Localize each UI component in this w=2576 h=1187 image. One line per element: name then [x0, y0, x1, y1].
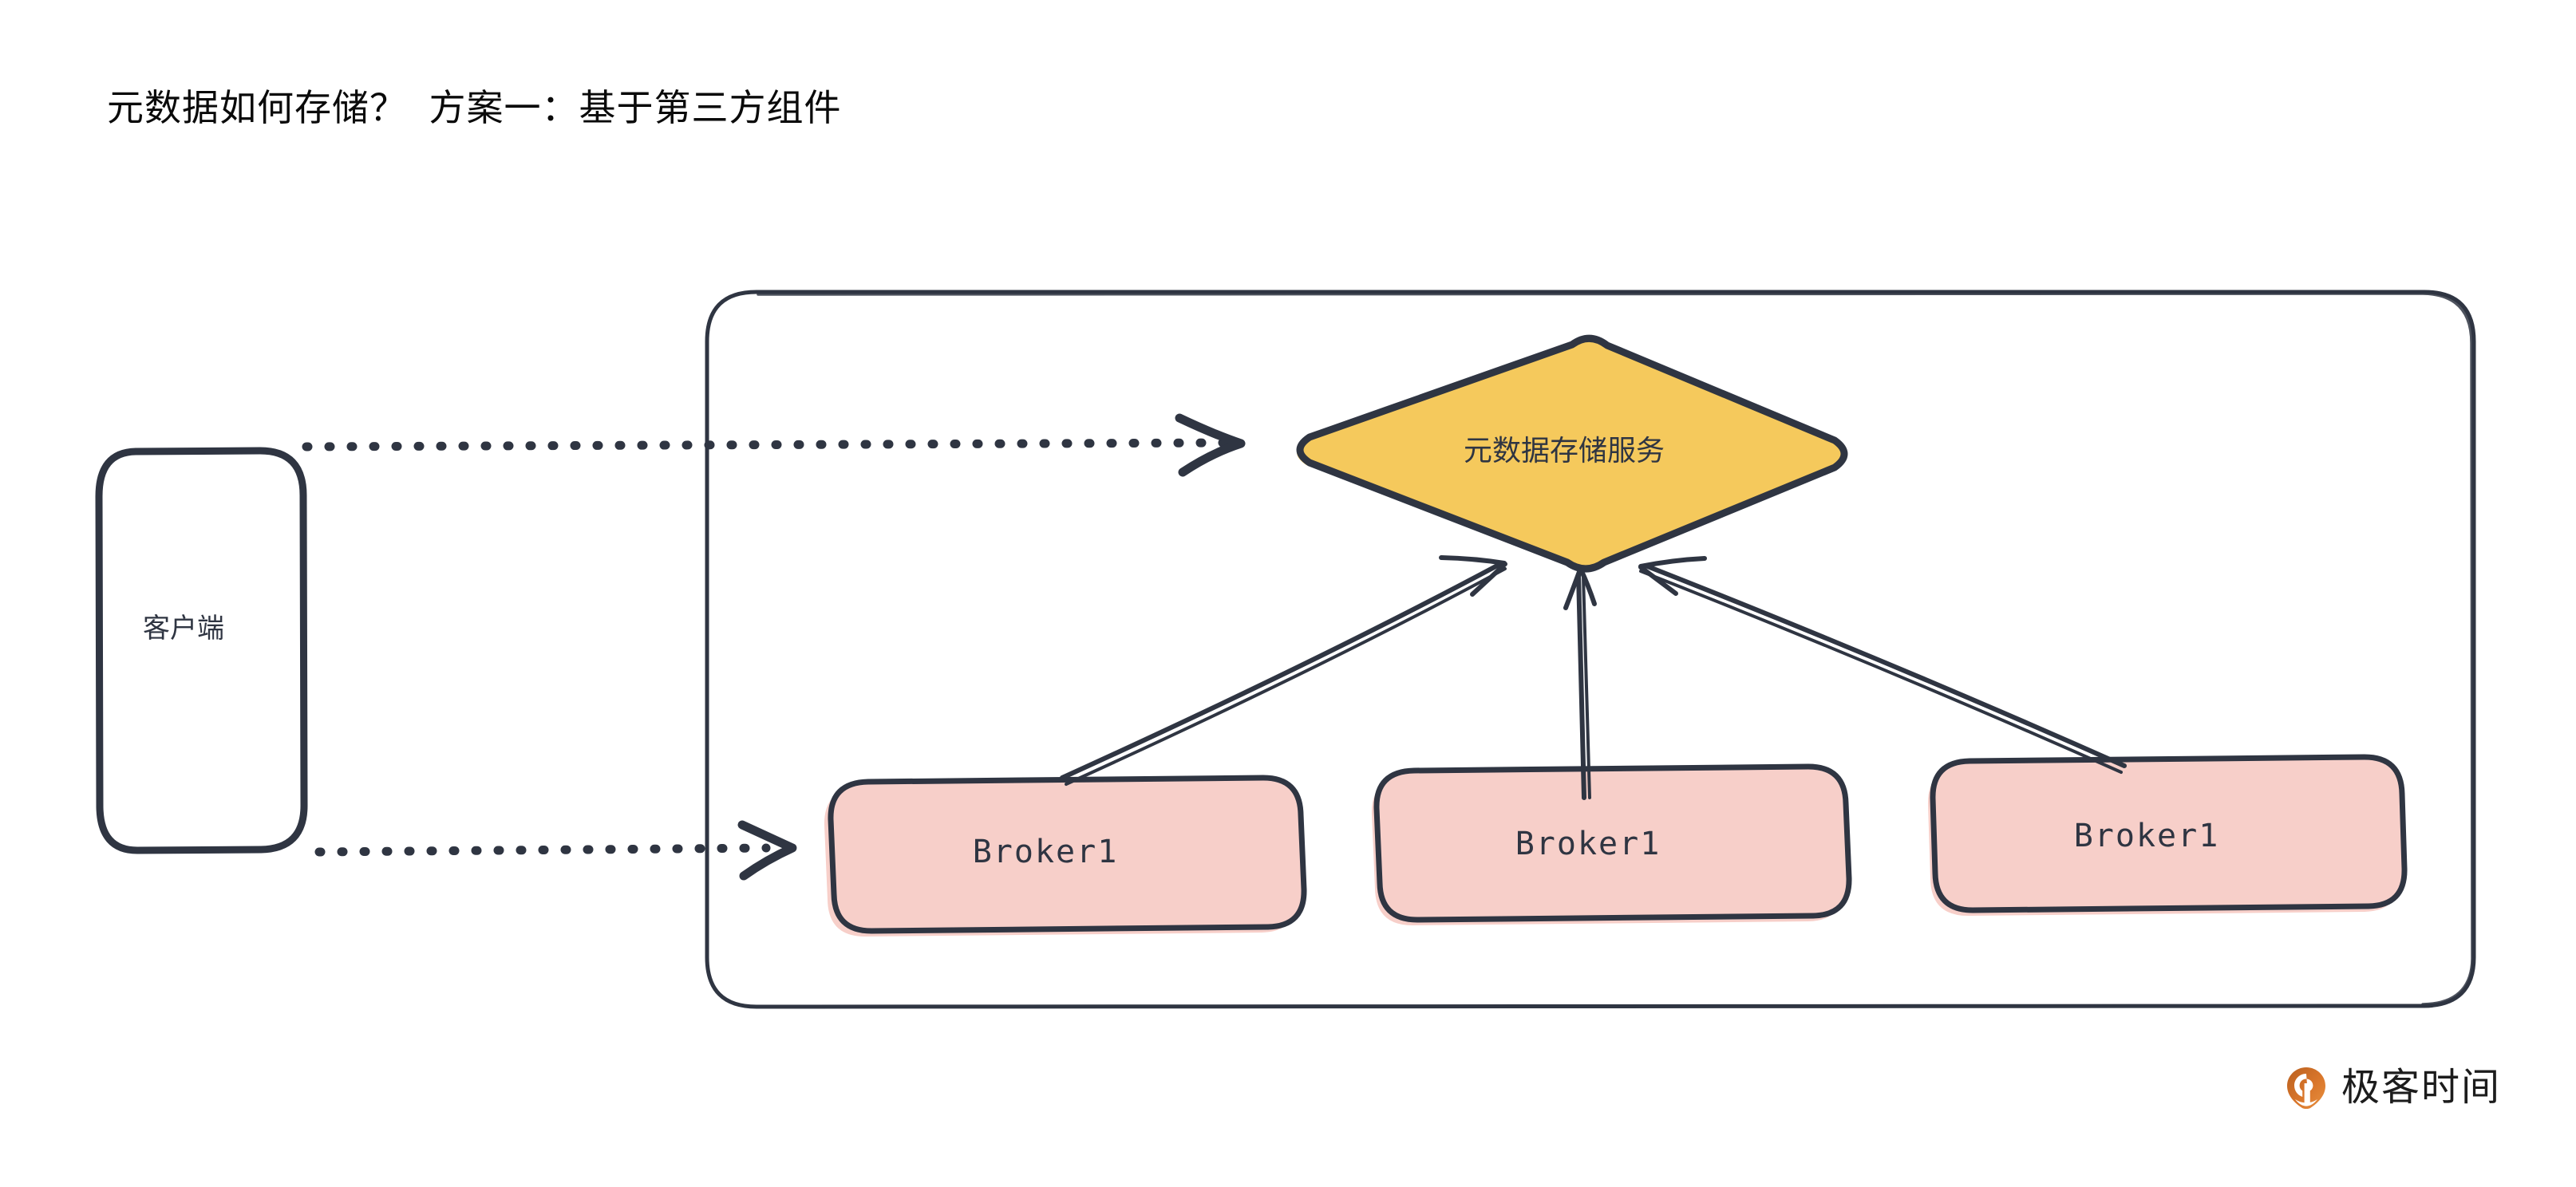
client-node[interactable]: [95, 447, 308, 854]
brand-watermark: 极客时间: [2284, 1066, 2501, 1110]
broker-node-1[interactable]: [824, 775, 1307, 937]
broker-node-3[interactable]: [1927, 754, 2408, 916]
broker-node-2[interactable]: [1371, 763, 1852, 925]
brand-name: 极客时间: [2341, 1067, 2502, 1109]
connection-broker1-to-metadata[interactable]: [1060, 555, 1507, 786]
connection-client-to-metadata[interactable]: [302, 413, 1246, 477]
connection-broker2-to-metadata[interactable]: [1563, 567, 1597, 800]
geektime-logo-icon: [2287, 1067, 2325, 1109]
page-title: 元数据如何存储？ 方案一：基于第三方组件: [107, 87, 842, 128]
connection-client-to-broker1[interactable]: [314, 820, 797, 881]
metadata-service-node[interactable]: [1296, 334, 1848, 573]
cluster-container[interactable]: [705, 290, 2476, 1009]
connection-broker3-to-metadata[interactable]: [1638, 556, 2127, 774]
